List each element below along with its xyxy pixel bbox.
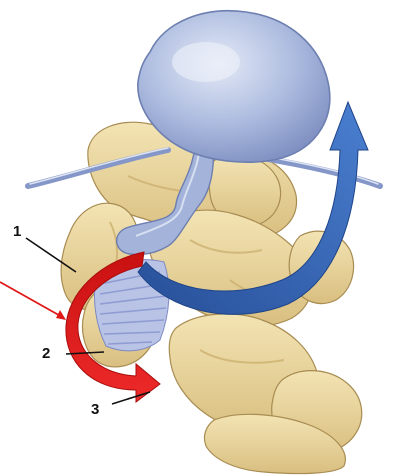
label-3: 3 bbox=[91, 401, 99, 418]
label-2: 2 bbox=[42, 345, 50, 362]
leader-line-3 bbox=[112, 392, 150, 404]
red-pointer bbox=[0, 282, 66, 320]
label-1: 1 bbox=[13, 223, 21, 240]
